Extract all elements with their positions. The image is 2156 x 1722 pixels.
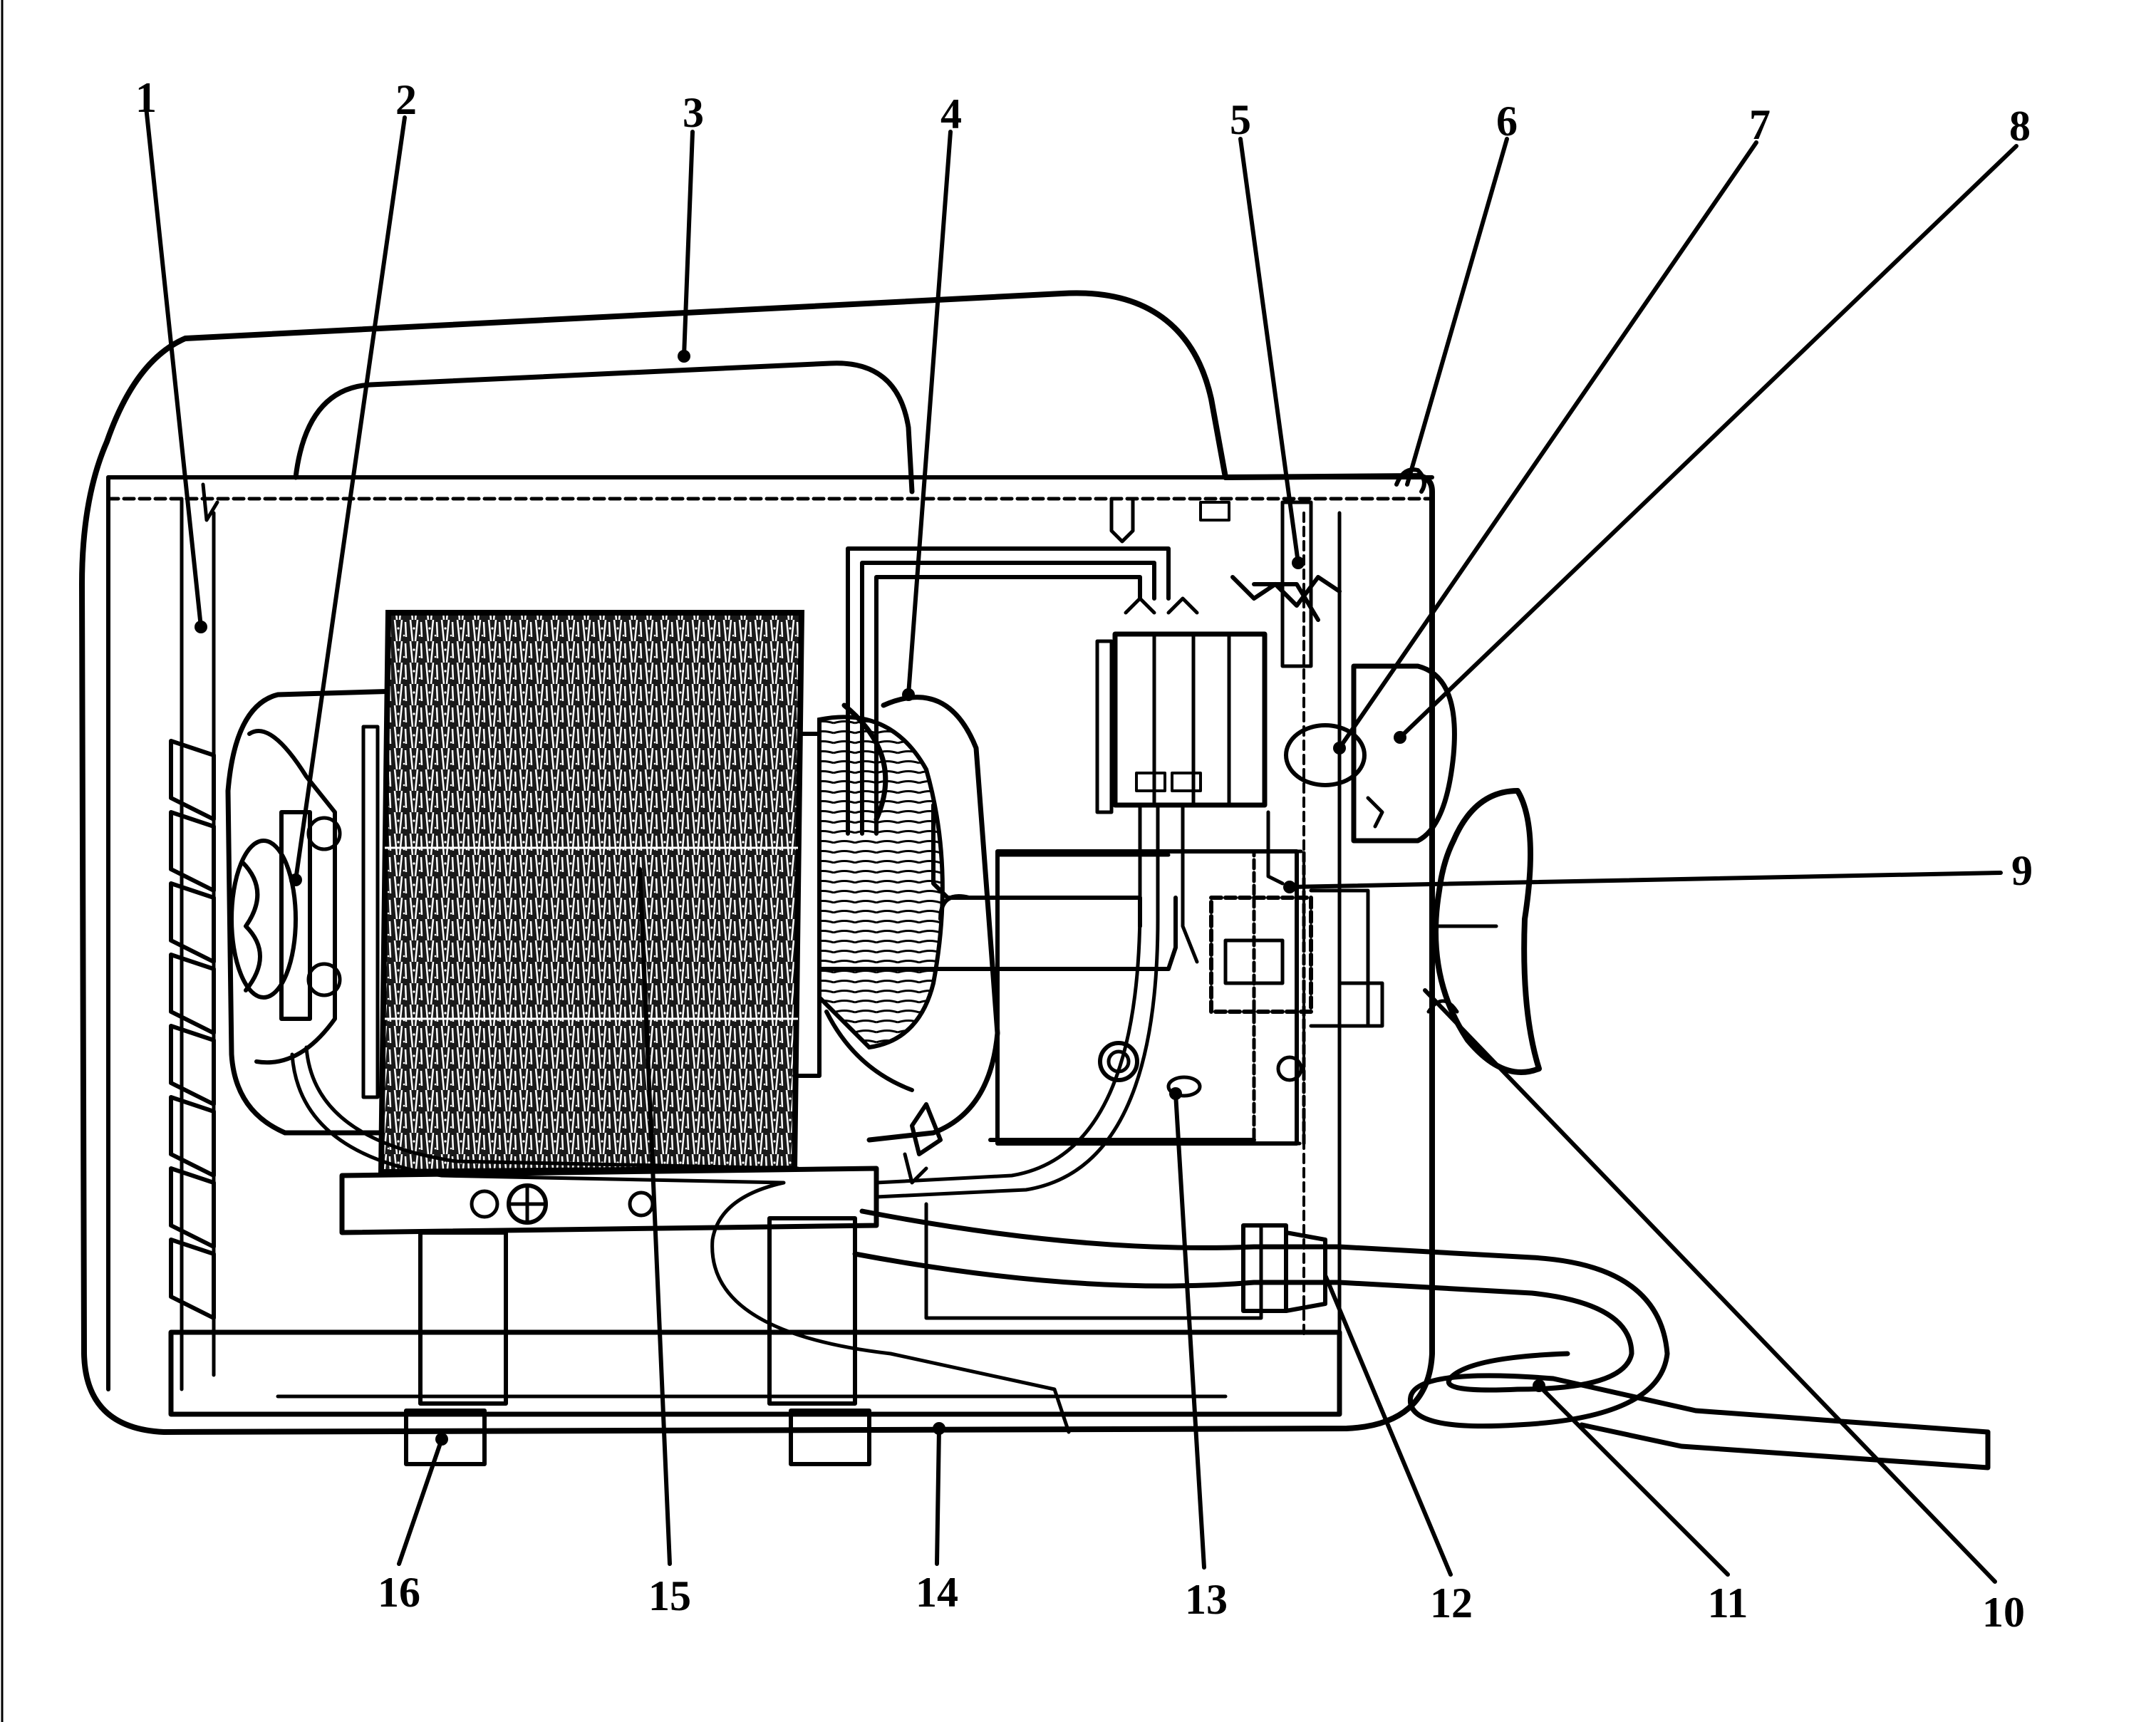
leader-16 xyxy=(397,1437,444,1566)
leader-3 xyxy=(682,130,695,358)
wiring-harness xyxy=(290,1052,1071,1434)
callout-7: 7 xyxy=(1749,101,1771,148)
leader-1 xyxy=(144,105,203,629)
callout-13: 13 xyxy=(1185,1576,1228,1623)
callout-16: 16 xyxy=(378,1569,420,1616)
callout-6: 6 xyxy=(1496,98,1518,145)
callout-10: 10 xyxy=(1982,1589,2025,1636)
evaporator-compressor xyxy=(817,546,1306,1185)
callout-4: 4 xyxy=(940,90,962,138)
callout-15: 15 xyxy=(648,1572,691,1619)
leader-15 xyxy=(638,867,672,1566)
leader-4 xyxy=(906,130,953,697)
leader-10 xyxy=(1423,988,1997,1584)
leader-dots xyxy=(195,350,1545,1446)
leader-7 xyxy=(1337,140,1758,750)
intake-louvers xyxy=(169,739,216,1320)
leader-14 xyxy=(935,1426,941,1566)
mounting-rails xyxy=(339,1166,1263,1466)
leader-5 xyxy=(1238,137,1300,565)
top-knob xyxy=(1394,467,1426,494)
leader-12 xyxy=(1323,1273,1453,1577)
leader-9 xyxy=(1287,871,2003,889)
cabinet xyxy=(79,290,1435,1435)
control-box xyxy=(874,500,1342,1199)
callout-1: 1 xyxy=(135,74,157,121)
leader-8 xyxy=(1398,144,2018,740)
condenser-coil xyxy=(378,610,822,1176)
leader-lines xyxy=(144,105,2018,1584)
control-knob xyxy=(1426,788,1542,1075)
leader-13 xyxy=(1173,1091,1206,1570)
callout-12: 12 xyxy=(1430,1580,1473,1627)
fan-assembly xyxy=(225,688,402,1136)
callout-9: 9 xyxy=(2011,847,2033,894)
power-cord xyxy=(852,1208,1991,1471)
leader-6 xyxy=(1405,137,1509,487)
leader-2 xyxy=(294,115,407,882)
callout-3: 3 xyxy=(683,89,704,136)
side-panel xyxy=(1284,663,1457,844)
leader-11 xyxy=(1537,1384,1730,1577)
callout-5: 5 xyxy=(1230,96,1251,143)
callout-11: 11 xyxy=(1708,1580,1748,1627)
callout-14: 14 xyxy=(916,1569,958,1616)
callout-labels: 1 2 3 4 5 6 7 8 9 10 11 12 13 14 15 16 xyxy=(135,74,2033,1636)
thermostat-assembly xyxy=(1209,888,1384,1028)
callout-8: 8 xyxy=(2009,103,2031,150)
callout-2: 2 xyxy=(395,76,417,123)
